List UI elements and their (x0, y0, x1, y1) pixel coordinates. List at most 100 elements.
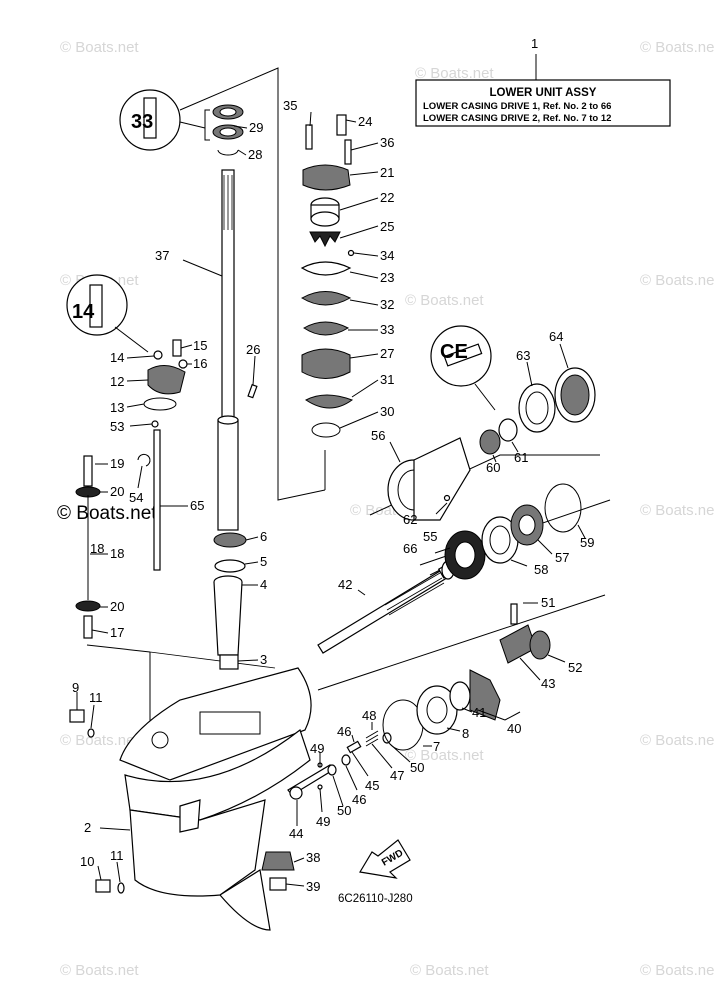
detail-circle-left: 14 (66, 274, 149, 353)
callout-14: 14 (110, 350, 124, 365)
callout-37: 37 (155, 248, 169, 263)
callout-27: 27 (380, 346, 394, 361)
callout-11: 11 (89, 690, 103, 705)
box-title: LOWER UNIT ASSY (490, 87, 597, 99)
watermark: © Boats.net (415, 65, 494, 82)
callouts: 29 28 37 35 24 36 21 22 25 34 23 32 33 2… (72, 98, 394, 869)
box-line-2: LOWER CASING DRIVE 2, Ref. No. 7 to 12 (423, 113, 611, 124)
watermark: © Boats.net (640, 962, 714, 979)
callout-45: 45 (365, 778, 379, 793)
watermark: © Boats.net (405, 292, 484, 309)
callout-52: 52 (568, 660, 582, 675)
watermark: © Boats.net (405, 747, 484, 764)
watermark: © Boats.net (60, 39, 139, 56)
clutch-parts (499, 603, 551, 664)
bolts-9-10-11 (69, 709, 125, 894)
box-line-1: LOWER CASING DRIVE 1, Ref. No. 2 to 66 (423, 101, 611, 112)
callout-53: 53 (110, 419, 124, 434)
callout-4: 4 (260, 577, 267, 592)
callout-33: 33 (380, 322, 394, 337)
callout-51: 51 (541, 595, 555, 610)
callout-46b: 46 (337, 724, 351, 739)
callout-29: 29 (249, 120, 263, 135)
watermark: © Boats.net (640, 732, 714, 749)
callout-50b: 50 (410, 760, 424, 775)
leader-lines (76, 111, 586, 887)
rear-seals (382, 669, 501, 751)
fwd-arrow: FWD (359, 839, 411, 879)
svg-text:CE: CE (440, 341, 468, 363)
callout-19: 19 (110, 456, 124, 471)
callout-3: 3 (260, 652, 267, 667)
watermark: © Boats.net (640, 39, 714, 56)
svg-text:14: 14 (72, 301, 95, 323)
watermark: © Boats.net (640, 502, 714, 519)
callout-35: 35 (283, 98, 297, 113)
callout-47: 47 (390, 768, 404, 783)
callout-2: 2 (84, 820, 91, 835)
callout-5: 5 (260, 554, 267, 569)
callout-36: 36 (380, 135, 394, 150)
detail-circle-top: 33 (119, 89, 206, 151)
callout-23: 23 (380, 270, 394, 285)
callout-31: 31 (380, 372, 394, 387)
callouts-b: 18 20 20 17 30 38 39 44 49 49 50 46 45 4… (110, 404, 582, 894)
water-pump-parts (300, 114, 355, 438)
callout-26: 26 (246, 342, 260, 357)
propeller-shaft (317, 559, 461, 654)
callout-18-label: 18 (110, 546, 124, 561)
callout-22: 22 (380, 190, 394, 205)
drive-shaft (217, 169, 239, 531)
callout-11b: 11 (110, 848, 124, 863)
watermark: © Boats.net (60, 732, 139, 749)
forward-gear-parts (441, 483, 582, 580)
callout-54: 54 (129, 490, 143, 505)
reverse-gear-parts (518, 367, 596, 433)
callout-41: 41 (472, 705, 486, 720)
callout-30-label: 30 (380, 404, 394, 419)
watermark: © Boats.net (60, 962, 139, 979)
callout-49a: 49 (310, 741, 324, 756)
bearing-housing (387, 418, 518, 521)
callout-42: 42 (338, 577, 352, 592)
svg-text:33: 33 (131, 111, 153, 133)
callout-8: 8 (462, 726, 469, 741)
pin-26 (247, 383, 258, 399)
lower-unit-assy-box: 1 LOWER UNIT ASSY LOWER CASING DRIVE 1, … (415, 36, 671, 127)
callout-13: 13 (110, 400, 124, 415)
callout-9: 9 (72, 680, 79, 695)
callout-20-label: 20 (110, 484, 124, 499)
callout-16: 16 (193, 356, 207, 371)
drive-shaft-parts (213, 532, 247, 670)
watermark-dark: © Boats.net (57, 503, 157, 524)
callout-28: 28 (248, 147, 262, 162)
callout-49b: 49 (316, 814, 330, 829)
callout-12: 12 (110, 374, 124, 389)
callout-15: 15 (193, 338, 207, 353)
lower-casing (119, 667, 312, 931)
callout-46a: 46 (352, 792, 366, 807)
callout-38-label: 38 (306, 850, 320, 865)
watermark: © Boats.net (640, 272, 714, 289)
callout-1: 1 (531, 36, 538, 51)
callout-32: 32 (380, 297, 394, 312)
callout-50a: 50 (337, 803, 351, 818)
callout-40: 40 (507, 721, 521, 736)
callout-24: 24 (358, 114, 372, 129)
callout-10: 10 (80, 854, 94, 869)
shift-parts (75, 339, 188, 639)
callout-6: 6 (260, 529, 267, 544)
callout-65: 65 (190, 498, 204, 513)
callout-25: 25 (380, 219, 394, 234)
parts-29-28 (204, 104, 244, 156)
callout-44-label: 44 (289, 826, 303, 841)
watermark: © Boats.net (410, 962, 489, 979)
detail-circle-right: CE (430, 325, 496, 411)
callout-34: 34 (380, 248, 394, 263)
callout-7: 7 (433, 739, 440, 754)
callout-39-label: 39 (306, 879, 320, 894)
callout-17-label: 17 (110, 625, 124, 640)
callout-20b-label: 20 (110, 599, 124, 614)
callout-21: 21 (380, 165, 394, 180)
